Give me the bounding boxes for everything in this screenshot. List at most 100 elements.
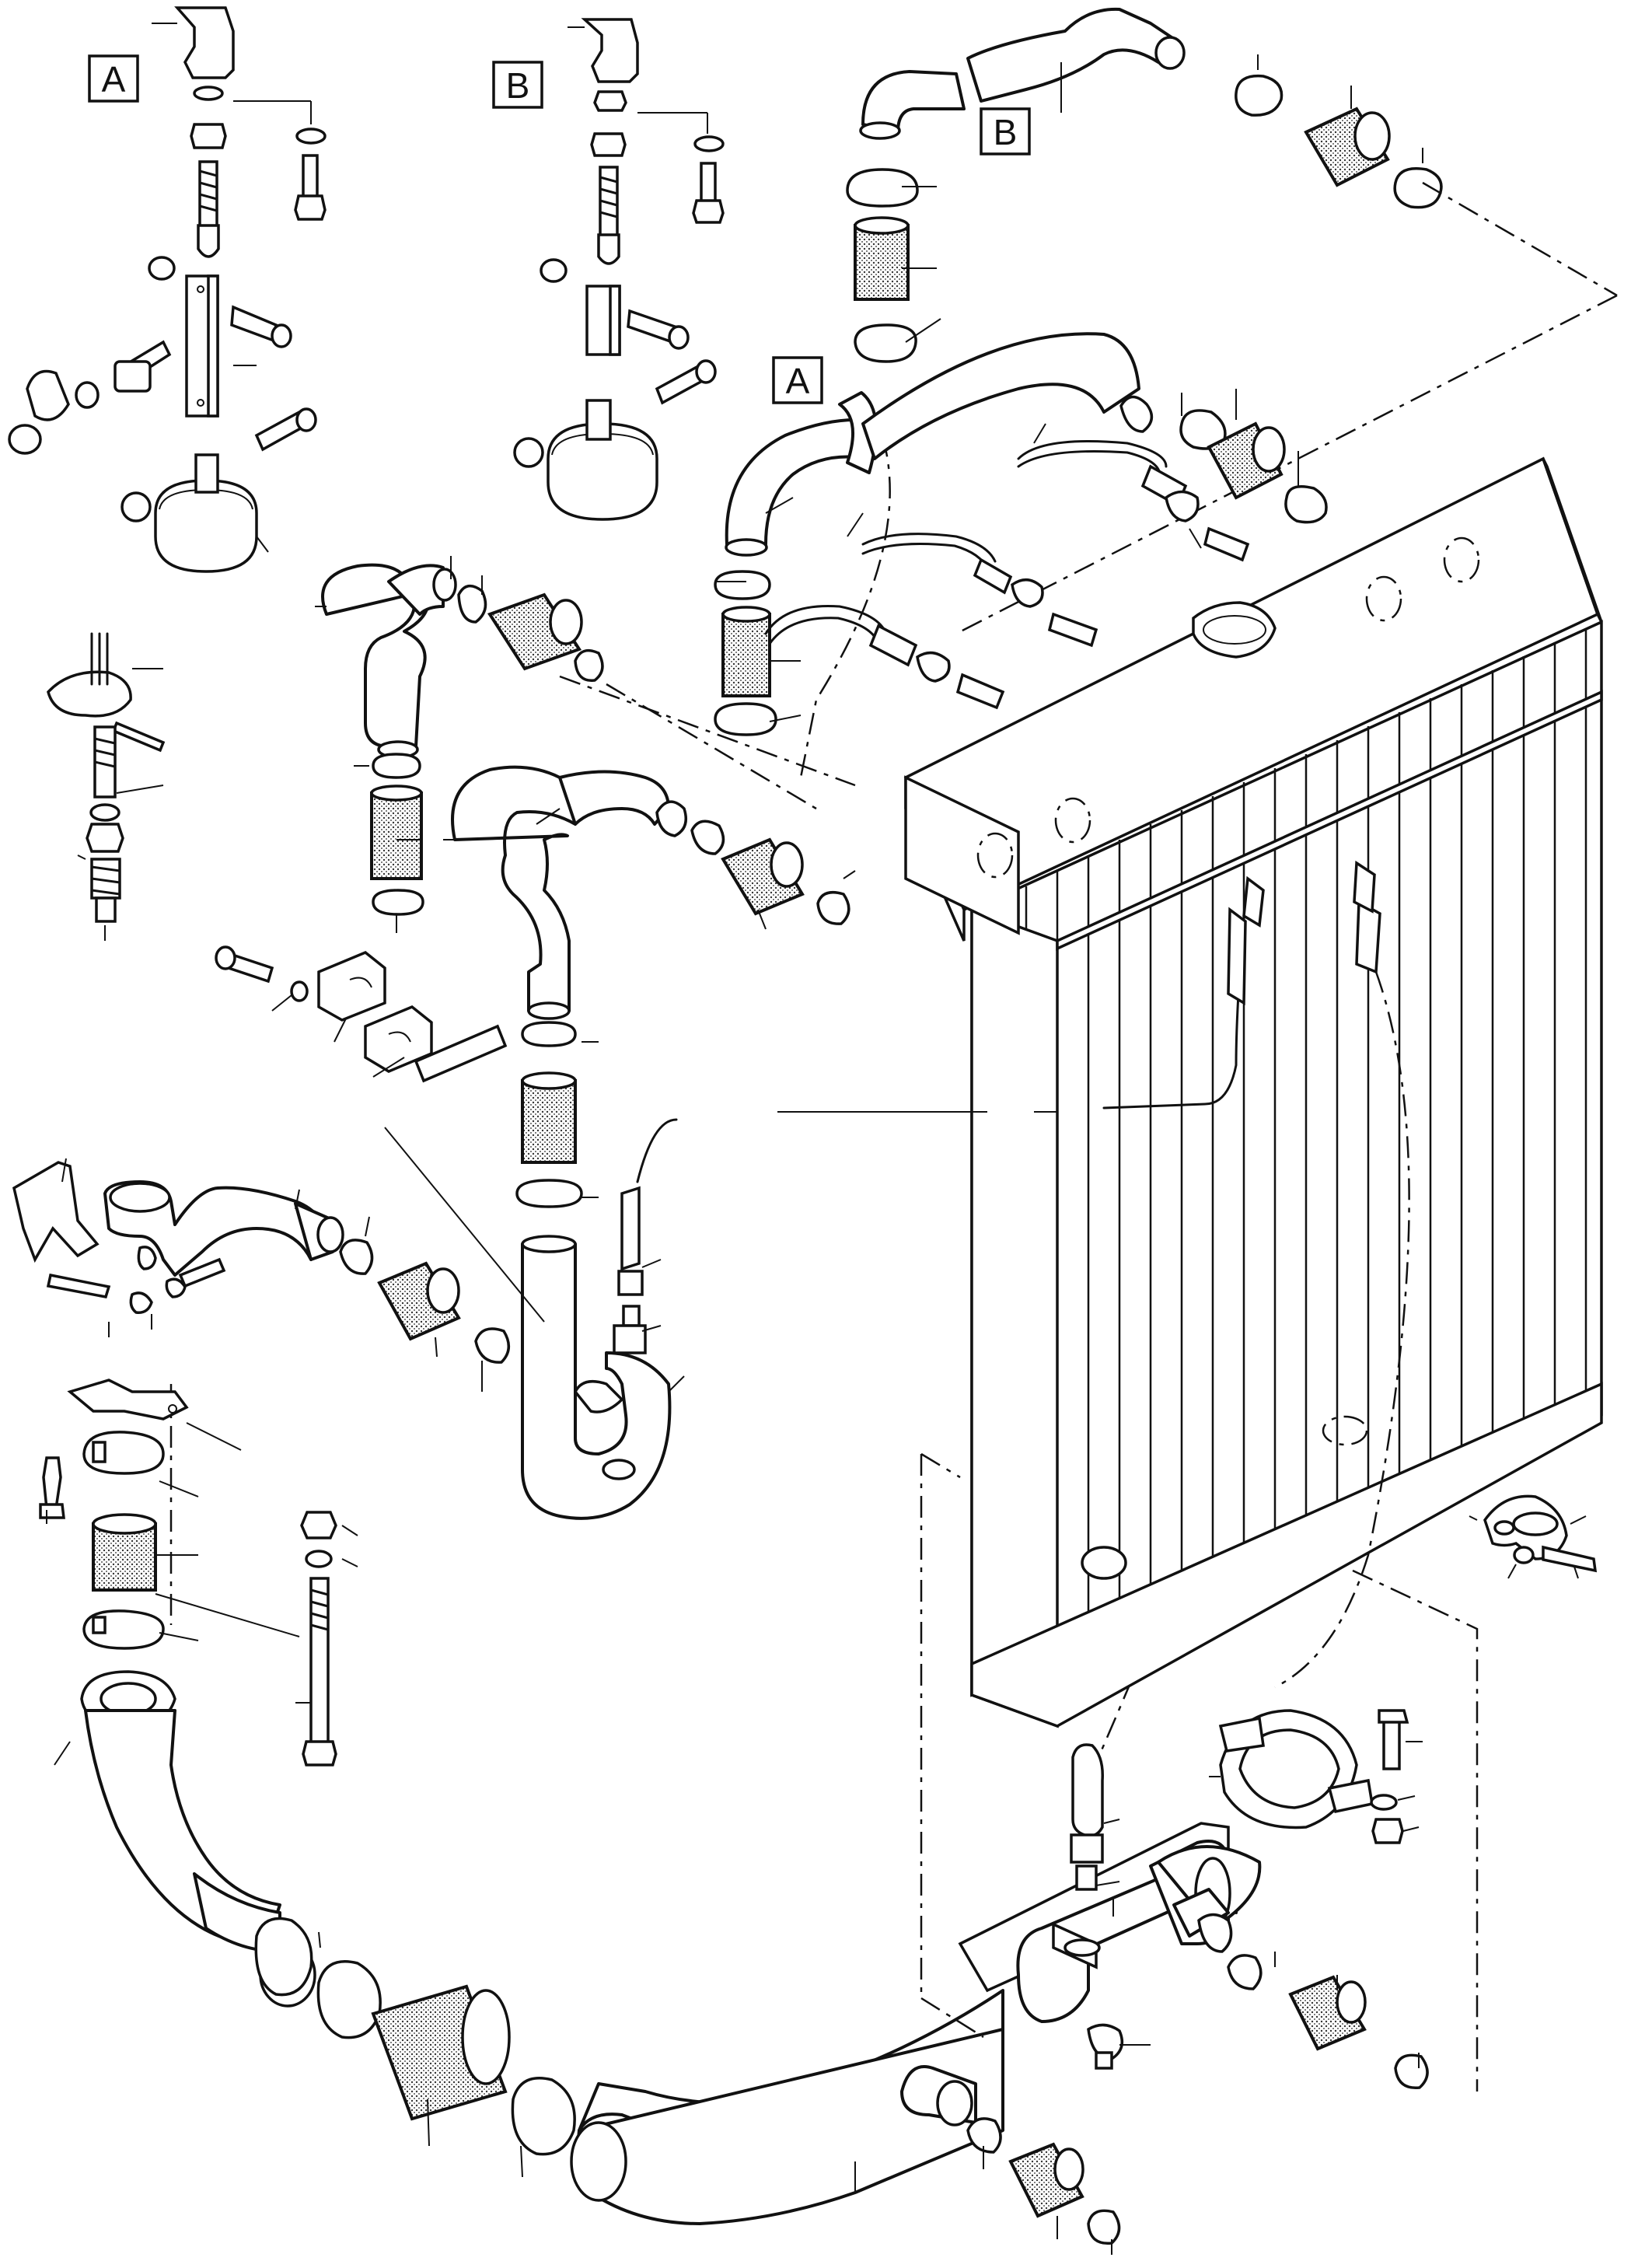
bracket-plate-lower (67, 1379, 189, 1421)
detail-b-bracket-assembly (513, 18, 725, 521)
rod-eye-b (597, 233, 620, 265)
sensor-bracket-clip (47, 670, 132, 718)
clamp-v4 (515, 1179, 583, 1208)
bleed-hose-assembly (764, 423, 1250, 710)
p-clamp-nut (1513, 1546, 1535, 1564)
clamp-b1 (1235, 74, 1284, 117)
detail-a-bracket-assembly (8, 6, 327, 573)
clamp-block-upper (317, 950, 386, 1022)
clamp-a3 (1284, 485, 1328, 524)
hose-nut-1 (1165, 490, 1200, 522)
nut-f1 (300, 1511, 337, 1539)
sensor-nut (86, 823, 124, 853)
clamp-p2 (511, 2077, 576, 2156)
bolt-a1 (230, 305, 278, 343)
sleeve-t1 (1008, 2142, 1084, 2218)
clamp-m3 (372, 753, 421, 779)
elbow-hose-b (861, 70, 966, 134)
radiator-filler-cap (1192, 601, 1277, 659)
clamp-t2 (1087, 2209, 1121, 2245)
sleeve-m2 (370, 792, 423, 880)
washer-a2 (75, 381, 100, 409)
lower-main-pipe-assembly (54, 1709, 1004, 2225)
bolt-l2 (178, 1257, 226, 1288)
radiator-overflow-hoses (777, 860, 1410, 1689)
clamp-v2 (816, 891, 850, 925)
pipe-plug (602, 1459, 636, 1480)
clamp-l2 (474, 1327, 510, 1364)
bolt-b1 (627, 309, 676, 344)
sleeve-a2 (721, 613, 771, 697)
clamp-p1 (316, 1960, 382, 2039)
clamp-band-b (547, 422, 658, 521)
clamp-a4 (714, 570, 771, 600)
radiator-core-assembly (903, 456, 1603, 1728)
radiator-fins (994, 628, 1587, 1683)
radiator-drain-boss (1081, 1546, 1127, 1580)
callout-box-b-hose: B (980, 107, 1031, 156)
sleeve-v2 (521, 1079, 577, 1164)
hose-adapter-2 (1047, 612, 1098, 648)
mounting-bracket-a (174, 6, 235, 79)
bolt-l1 (46, 1273, 111, 1299)
callout-label-a-flange: A (786, 361, 810, 401)
middle-vertical-pipe-assembly (384, 765, 856, 1520)
hose-fitting-2 (973, 557, 1013, 595)
inlet-pipe-assembly-a (714, 332, 1328, 736)
drain-hose-to-tee (1070, 1743, 1120, 1891)
callout-box-b-top: B (492, 61, 543, 109)
clamp-m1 (457, 584, 487, 624)
nut-b3 (513, 437, 544, 468)
p-clamp-bolt (1542, 1545, 1598, 1573)
band-clamp-lug-top (1218, 1716, 1265, 1753)
sleeve-l1 (377, 1261, 461, 1341)
callout-label-b-hose: B (994, 112, 1018, 152)
hose-tee-fitting (622, 1305, 641, 1327)
elbow-pipe-a (725, 418, 872, 546)
lower-flange-assembly (39, 1379, 358, 1767)
hose-nut-2 (1011, 578, 1044, 608)
left-sensor-fitting-stack (47, 632, 166, 941)
clamp-t1 (966, 2117, 1002, 2154)
radiator-side-frame (970, 907, 1059, 1728)
clamp-v3 (521, 1021, 577, 1047)
hose-fitting-3 (868, 624, 918, 667)
nut-small-b (540, 258, 568, 283)
lower-left-hose-assembly (12, 1158, 510, 1392)
washer-a5 (295, 128, 327, 145)
clamp-b3 (846, 168, 919, 208)
s-bend-pipe (451, 765, 592, 1012)
sleeve-v1 (721, 837, 805, 916)
tee-side-port (1197, 1913, 1233, 1953)
clamp-v1 (690, 819, 725, 855)
nut-l1 (129, 1291, 153, 1314)
tee-housing-assembly (900, 1452, 1479, 2255)
u-bend-hose-middle (321, 563, 430, 748)
small-hose-middle (620, 1186, 641, 1271)
bolt-f1 (42, 1456, 62, 1510)
pipe-support-bracket (12, 1161, 100, 1263)
clamp-b4 (854, 323, 917, 363)
bolt-b3 (700, 162, 717, 204)
hose-adapter-3 (955, 673, 1005, 710)
clamp-m4 (372, 889, 424, 916)
radiator-bottom-tank (970, 1382, 1603, 1728)
band-clamp-bolt (1382, 1717, 1401, 1770)
washer-f1 (305, 1550, 333, 1568)
upper-hose-assembly-b (846, 7, 1443, 363)
nut-a (190, 123, 227, 149)
clamp-l1 (339, 1239, 374, 1275)
upper-hose-pipe (966, 7, 1175, 103)
nut-a4 (120, 491, 152, 522)
drain-fitting (1075, 1864, 1098, 1891)
callout-label-b-top: B (506, 65, 530, 106)
j-pipe-lower (521, 1242, 672, 1520)
middle-small-hose-fittings (613, 1118, 678, 1354)
washer-b5 (693, 135, 725, 152)
nut-small-a (148, 256, 176, 281)
band-clamp-nut (1371, 1818, 1404, 1844)
bolt-a3 (302, 154, 319, 200)
nut-b (590, 132, 627, 157)
clamp-b2 (1393, 167, 1443, 209)
